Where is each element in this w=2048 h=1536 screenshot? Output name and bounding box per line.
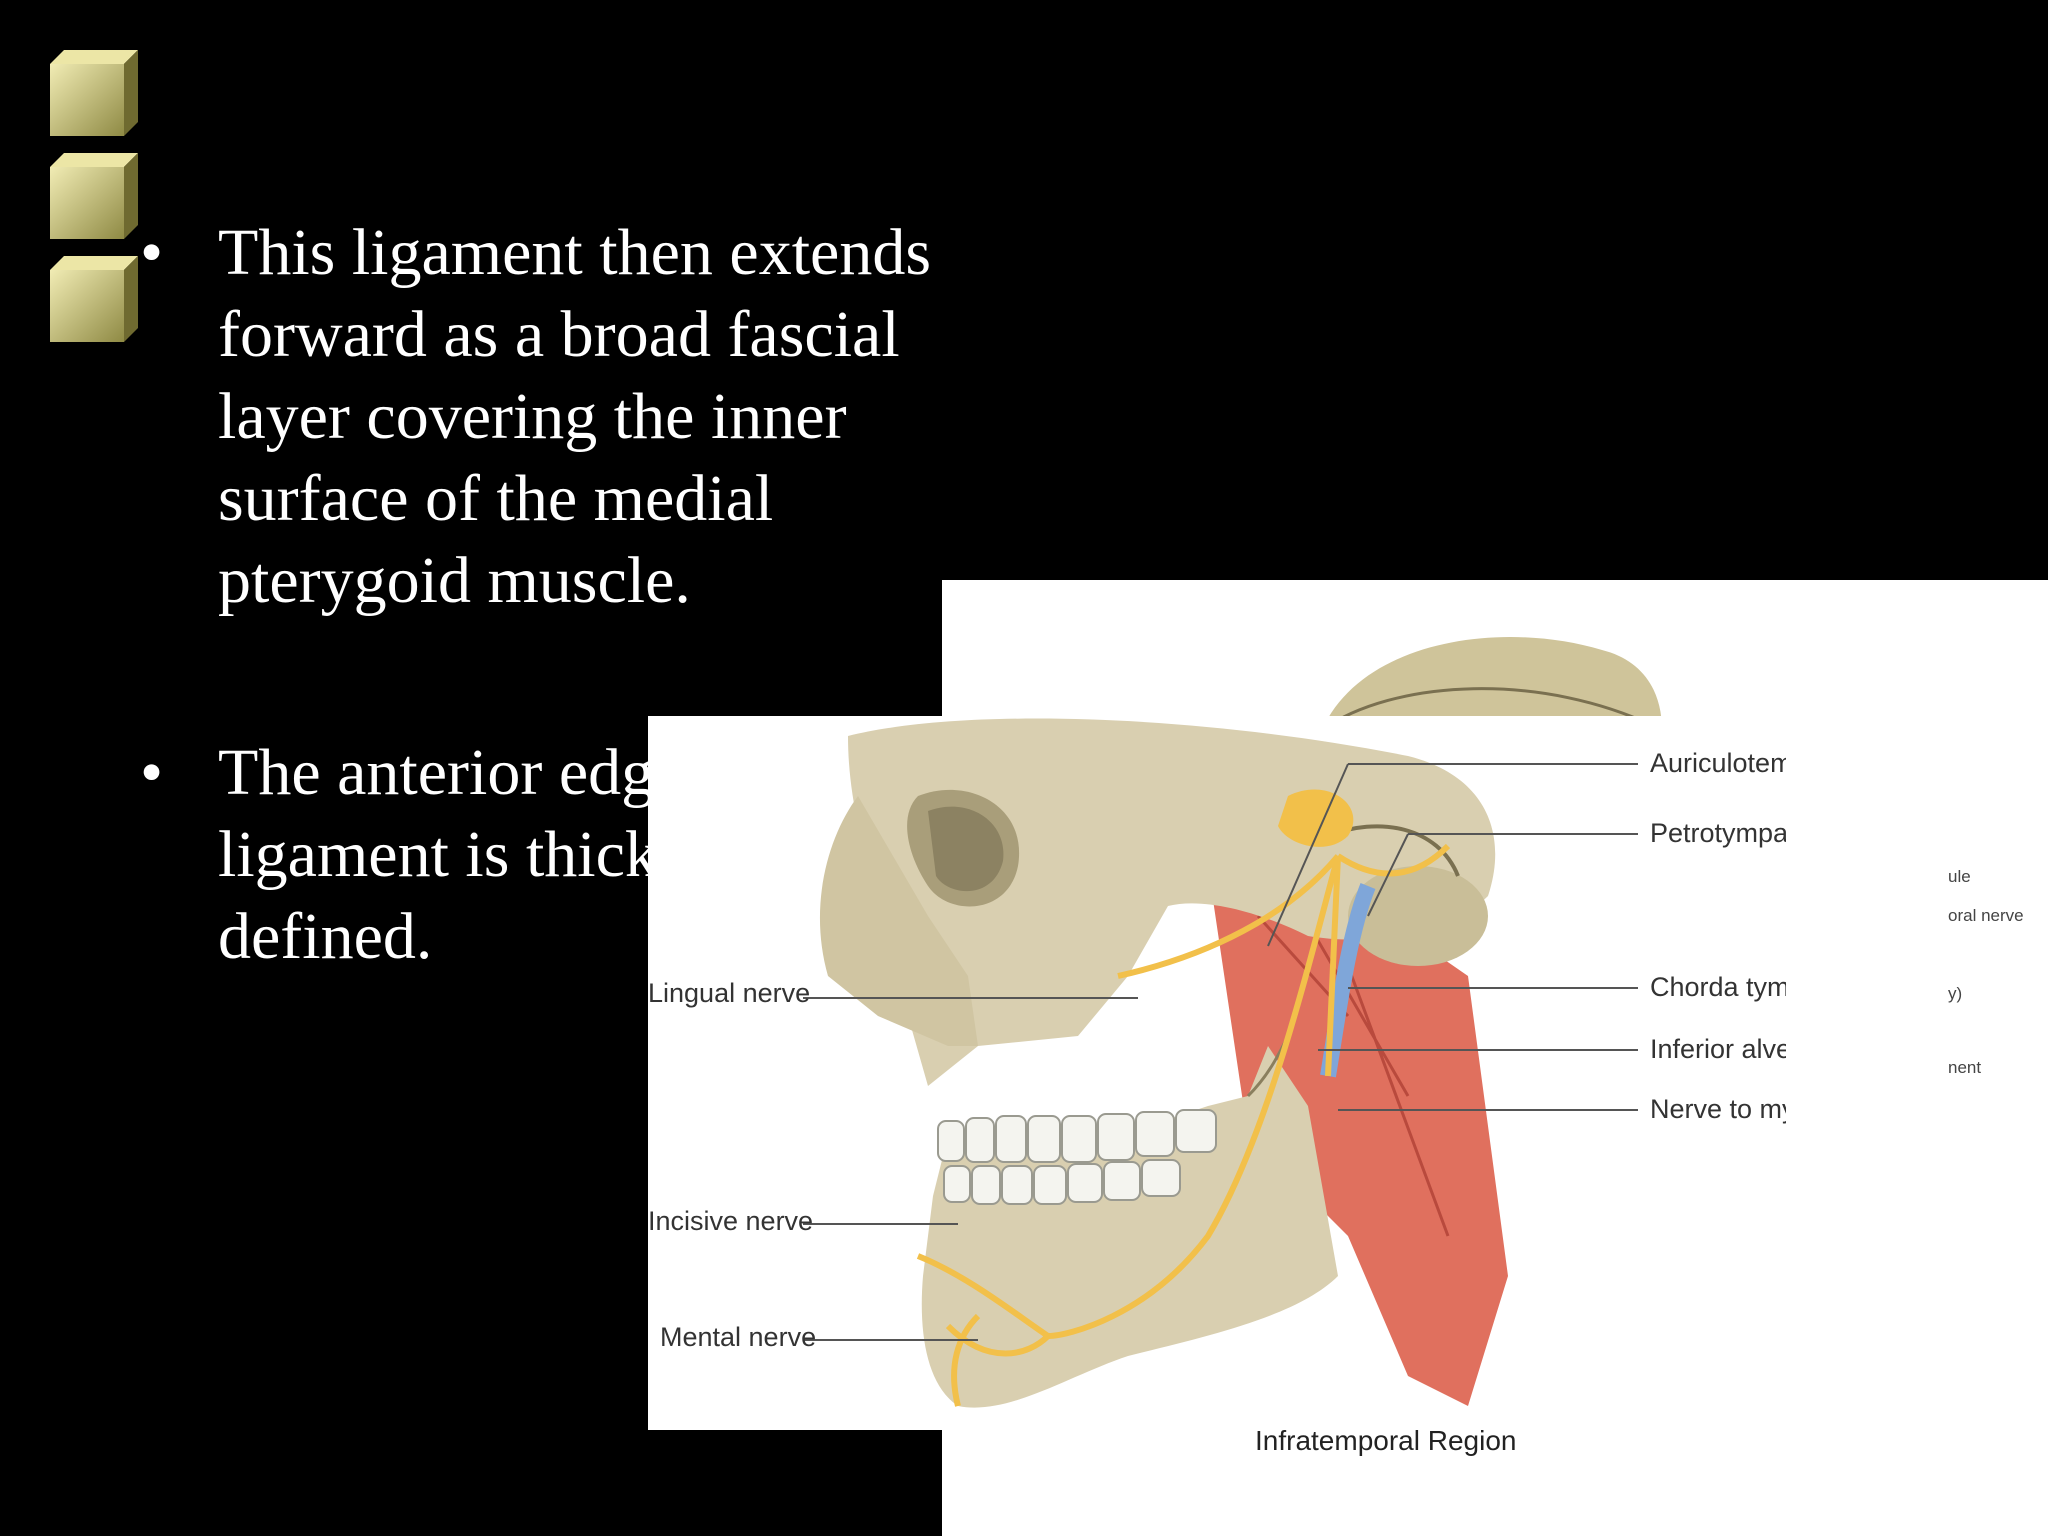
- partial-label: y): [1948, 984, 1963, 1003]
- cube-icon: [50, 256, 138, 342]
- partial-label: ule: [1948, 867, 1971, 886]
- label-incisive-nerve: Incisive nerve: [648, 1206, 814, 1236]
- label-auriculotemporal-nerve: Auriculotemporal nerve: [1650, 748, 1786, 778]
- label-nerve-to-mylohyoid: Nerve to mylohyoid: [1650, 1094, 1786, 1124]
- label-chorda-tympani-nerve: Chorda tympani nerve: [1650, 972, 1786, 1002]
- figure-caption: Infratemporal Region: [1255, 1425, 1517, 1456]
- bullet-list: • This ligament then extends forward as …: [140, 212, 1040, 978]
- jaw-illustration: [803, 718, 1638, 1408]
- bullet-text: This ligament then extends forward as a …: [218, 216, 932, 617]
- bullet-item: • This ligament then extends forward as …: [140, 212, 1040, 622]
- partial-label: oral nerve: [1948, 906, 2024, 925]
- label-lingual-nerve: Lingual nerve: [648, 978, 811, 1008]
- cube-icon: [50, 153, 138, 239]
- bullet-marker: •: [140, 736, 164, 809]
- bullet-marker: •: [140, 216, 164, 289]
- label-petrotympanic-fissure: Petrotympanic fissure: [1650, 818, 1786, 848]
- label-inferior-alveolar-nerve: Inferior alveolar nerve: [1650, 1034, 1786, 1064]
- label-mental-nerve: Mental nerve: [660, 1322, 817, 1352]
- anatomy-figure-front: Auriculotemporal nerve Petrotympanic fis…: [648, 716, 1786, 1430]
- skull-illustration: [1321, 636, 1663, 732]
- partial-label: nent: [1948, 1058, 1982, 1077]
- cube-icon: [50, 50, 138, 136]
